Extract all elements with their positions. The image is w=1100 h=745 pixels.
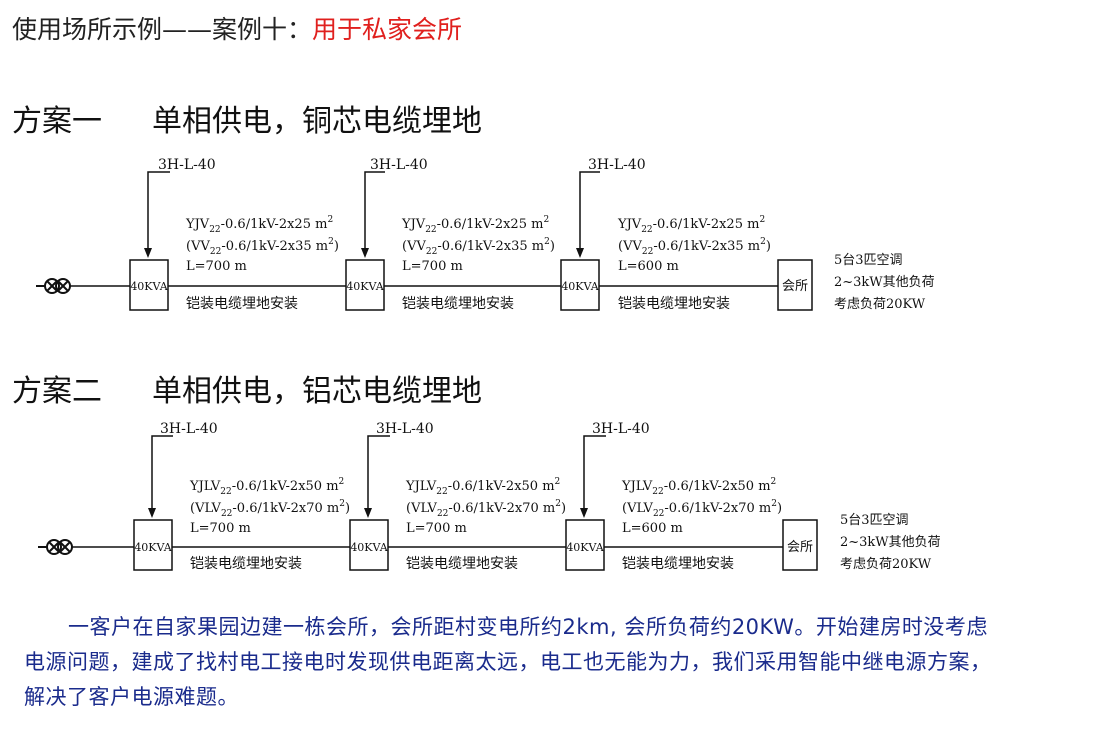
- relay-box-1-label: 40KVA: [130, 280, 168, 293]
- paragraph-line-2: 电源问题，建成了找村电工接电时发现供电距离太远，电工也无能为力，我们采用智能中继…: [24, 650, 992, 674]
- segment-2-cable-2: (VV22-0.6/1kV-2x35 m2): [402, 237, 555, 257]
- breaker-label-1: 3H-L-40: [160, 421, 218, 437]
- scheme-1-svg: 40KVA 40KVA 40KVA 会所 3H-L-40 3H-L-40 3H-…: [36, 157, 935, 312]
- arrow-1-icon: [148, 508, 156, 518]
- relay-box-3-label: 40KVA: [566, 541, 604, 554]
- segment-1-length: L=700 m: [190, 521, 251, 536]
- relay-box-3-label: 40KVA: [561, 280, 599, 293]
- scheme-1-heading: 方案一 单相供电，铜芯电缆埋地: [12, 96, 482, 140]
- scheme-2-svg: 40KVA 40KVA 40KVA 会所 3H-L-40 3H-L-40 3H-…: [38, 421, 941, 572]
- scheme-1-diagram: 40KVA 40KVA 40KVA 会所 3H-L-40 3H-L-40 3H-…: [0, 150, 1100, 340]
- segment-3-length: L=600 m: [618, 259, 679, 274]
- breaker-label-3: 3H-L-40: [592, 421, 650, 437]
- segment-2-install: 铠装电缆埋地安装: [406, 556, 518, 572]
- segment-2-cable-1: YJV22-0.6/1kV-2x25 m2: [401, 215, 549, 235]
- relay-box-2: [345, 259, 385, 311]
- breaker-label-2: 3H-L-40: [370, 157, 428, 173]
- segment-2-cable-1: YJLV22-0.6/1kV-2x50 m2: [405, 477, 560, 497]
- page-title: 使用场所示例——案例十：用于私家会所: [12, 10, 462, 46]
- scheme-2-name: 方案二: [12, 374, 102, 409]
- relay-box-2-label: 40KVA: [346, 280, 384, 293]
- scheme-1-desc: 单相供电，铜芯电缆埋地: [152, 104, 482, 139]
- segment-3-cable-1: YJV22-0.6/1kV-2x25 m2: [617, 215, 765, 235]
- segment-1-length: L=700 m: [186, 259, 247, 274]
- relay-box-2: [349, 519, 389, 571]
- segment-2-install: 铠装电缆埋地安装: [402, 296, 514, 312]
- arrow-3-icon: [576, 248, 584, 258]
- segment-2-length: L=700 m: [406, 521, 467, 536]
- load-note-3: 考虑负荷20KW: [840, 557, 932, 572]
- load-note-3: 考虑负荷20KW: [834, 297, 926, 312]
- scheme-2-diagram: 40KVA 40KVA 40KVA 会所 3H-L-40 3H-L-40 3H-…: [0, 414, 1100, 604]
- segment-2-cable-2: (VLV22-0.6/1kV-2x70 m2): [406, 499, 566, 519]
- breaker-label-3: 3H-L-40: [588, 157, 646, 173]
- scheme-2-desc: 单相供电，铝芯电缆埋地: [152, 374, 482, 409]
- relay-box-3: [560, 259, 600, 311]
- breaker-label-2: 3H-L-40: [376, 421, 434, 437]
- load-note-2: 2~3kW其他负荷: [840, 535, 941, 550]
- load-note-1: 5台3匹空调: [840, 513, 909, 528]
- load-note-2: 2~3kW其他负荷: [834, 275, 935, 290]
- scheme-1-name: 方案一: [12, 104, 102, 139]
- segment-3-install: 铠装电缆埋地安装: [618, 296, 730, 312]
- load-box-label: 会所: [782, 279, 808, 294]
- title-highlight: 用于私家会所: [312, 15, 463, 44]
- segment-1-cable-2: (VLV22-0.6/1kV-2x70 m2): [190, 499, 350, 519]
- paragraph-line-3: 解决了客户电源难题。: [24, 685, 239, 709]
- arrow-3-icon: [580, 508, 588, 518]
- segment-3-install: 铠装电缆埋地安装: [622, 556, 734, 572]
- segment-1-install: 铠装电缆埋地安装: [190, 556, 302, 572]
- load-note-1: 5台3匹空调: [834, 253, 903, 268]
- segment-1-cable-2: (VV22-0.6/1kV-2x35 m2): [186, 237, 339, 257]
- arrow-2-icon: [361, 248, 369, 258]
- segment-2-length: L=700 m: [402, 259, 463, 274]
- relay-box-1: [133, 519, 173, 571]
- relay-box-1-label: 40KVA: [134, 541, 172, 554]
- segment-1-cable-1: YJLV22-0.6/1kV-2x50 m2: [189, 477, 344, 497]
- segment-1-cable-1: YJV22-0.6/1kV-2x25 m2: [185, 215, 333, 235]
- segment-3-cable-1: YJLV22-0.6/1kV-2x50 m2: [621, 477, 776, 497]
- paragraph-line-1: 一客户在自家果园边建一栋会所，会所距村变电所约2km, 会所负荷约20KW。开始…: [68, 615, 988, 639]
- arrow-1-icon: [144, 248, 152, 258]
- relay-box-1: [129, 259, 169, 311]
- load-box: [777, 259, 813, 311]
- breaker-label-1: 3H-L-40: [158, 157, 216, 173]
- description-paragraph: 一客户在自家果园边建一栋会所，会所距村变电所约2km, 会所负荷约20KW。开始…: [24, 610, 1084, 715]
- scheme-2-heading: 方案二 单相供电，铝芯电缆埋地: [12, 366, 482, 410]
- load-box-label: 会所: [787, 540, 813, 555]
- segment-3-length: L=600 m: [622, 521, 683, 536]
- title-prefix: 使用场所示例——案例十：: [12, 15, 313, 44]
- segment-1-install: 铠装电缆埋地安装: [186, 296, 298, 312]
- transformer-symbol-icon: [38, 539, 73, 555]
- relay-box-2-label: 40KVA: [350, 541, 388, 554]
- segment-3-cable-2: (VV22-0.6/1kV-2x35 m2): [618, 237, 771, 257]
- arrow-2-icon: [364, 508, 372, 518]
- relay-box-3: [565, 519, 605, 571]
- segment-3-cable-2: (VLV22-0.6/1kV-2x70 m2): [622, 499, 782, 519]
- load-box: [782, 519, 818, 571]
- transformer-symbol-icon: [36, 278, 71, 294]
